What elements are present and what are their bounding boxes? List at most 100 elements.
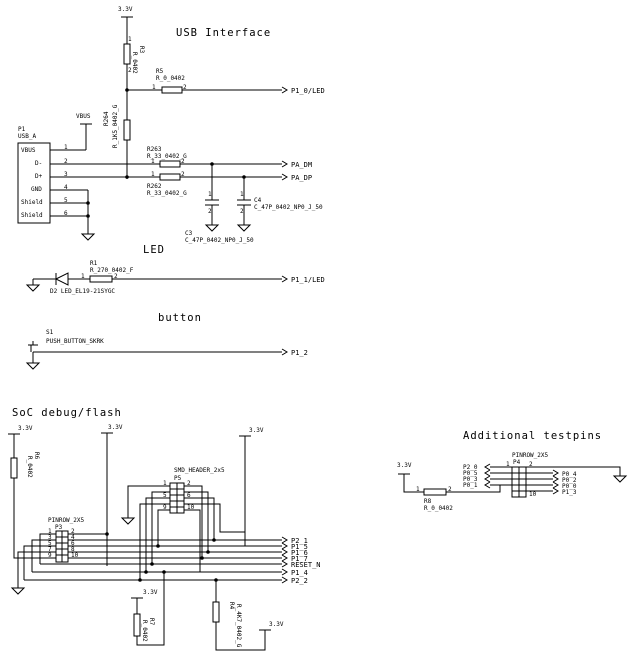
r7-value: R_0402 bbox=[141, 620, 148, 642]
r264-ref: R264 bbox=[103, 111, 110, 126]
r8-value: R_0_0402 bbox=[424, 505, 453, 512]
p4-value: PINROW_2X5 bbox=[512, 452, 549, 459]
svg-text:7: 7 bbox=[48, 546, 52, 553]
svg-text:2: 2 bbox=[71, 528, 75, 535]
svg-text:2: 2 bbox=[183, 84, 187, 91]
ground-symbol-caps bbox=[204, 224, 252, 232]
net-label-pa-dp: PA_DP bbox=[291, 174, 312, 182]
svg-text:5: 5 bbox=[163, 492, 167, 499]
svg-text:8: 8 bbox=[71, 546, 75, 553]
power-label-3v3-r8: 3.3V bbox=[397, 462, 412, 469]
svg-text:1: 1 bbox=[208, 191, 212, 198]
r3-value: R_0402 bbox=[131, 52, 138, 74]
r6-value: R_0402 bbox=[26, 456, 33, 478]
net-label-p1-1-led: P1_1/LED bbox=[291, 276, 325, 284]
svg-text:2: 2 bbox=[240, 208, 244, 215]
r3-ref: R3 bbox=[138, 46, 145, 54]
svg-text:1: 1 bbox=[64, 144, 68, 151]
ground-symbol-p5 bbox=[120, 517, 136, 525]
ground-symbol-p3 bbox=[10, 587, 26, 595]
svg-text:1: 1 bbox=[152, 84, 156, 91]
r3-pin1: 1 bbox=[128, 36, 132, 43]
svg-text:10: 10 bbox=[529, 491, 537, 498]
net-label-p2-1: P2_1 bbox=[291, 537, 308, 545]
r7-ref: R7 bbox=[148, 618, 155, 626]
power-label-3v3-r6: 3.3V bbox=[18, 425, 33, 432]
power-symbol-3v3-usb bbox=[121, 16, 133, 44]
usb-ref: P1 bbox=[18, 126, 26, 133]
r6-ref: R6 bbox=[33, 452, 40, 460]
resistor-r263 bbox=[159, 160, 181, 168]
svg-text:1: 1 bbox=[81, 273, 85, 280]
r4-value: R_4K7_0402_G bbox=[235, 604, 242, 648]
heading-additional-testpins: Additional testpins bbox=[463, 430, 602, 442]
usb-pin-gnd: GND bbox=[31, 186, 42, 193]
svg-text:2: 2 bbox=[529, 461, 533, 468]
net-label-p0-2: P0_2 bbox=[562, 477, 577, 484]
r263-value: R_33_0402_G bbox=[147, 153, 187, 160]
r1-ref: R1 bbox=[90, 260, 98, 267]
resistor-r262 bbox=[159, 173, 181, 181]
svg-text:9: 9 bbox=[163, 504, 167, 511]
net-label-p1-6: P1_6 bbox=[291, 549, 308, 557]
ground-symbol-p4 bbox=[612, 475, 628, 483]
svg-text:3: 3 bbox=[64, 171, 68, 178]
resistor-r6 bbox=[10, 457, 18, 479]
net-label-p0-4: P0_4 bbox=[562, 471, 577, 478]
svg-text:1: 1 bbox=[151, 171, 155, 178]
net-label-p1-4: P1_4 bbox=[291, 569, 308, 577]
net-label-p1-7: P1_7 bbox=[291, 555, 308, 563]
c3-ref: C3 bbox=[185, 230, 193, 237]
net-label-p0-0: P0_0 bbox=[562, 483, 577, 490]
net-label-p2-0: P2_0 bbox=[463, 464, 478, 471]
r262-value: R_33_0402_G bbox=[147, 190, 187, 197]
power-label-3v3-r7: 3.3V bbox=[143, 589, 158, 596]
resistor-r4 bbox=[212, 601, 220, 623]
net-label-p1-5: P1_5 bbox=[291, 543, 308, 551]
svg-text:1: 1 bbox=[240, 191, 244, 198]
net-label-p0-5: P0_5 bbox=[463, 470, 478, 477]
usb-connector-p1 bbox=[17, 142, 51, 224]
ground-symbol-led bbox=[25, 284, 41, 292]
heading-button: button bbox=[158, 312, 202, 324]
svg-text:1: 1 bbox=[506, 461, 510, 468]
svg-text:4: 4 bbox=[71, 534, 75, 541]
r4-ref: R4 bbox=[228, 602, 235, 610]
power-label-3v3-p5: 3.3V bbox=[249, 427, 264, 434]
capacitor-c4 bbox=[237, 177, 251, 225]
power-label-3v3-r4: 3.3V bbox=[269, 621, 284, 628]
resistor-r1 bbox=[89, 275, 113, 283]
svg-text:2: 2 bbox=[208, 208, 212, 215]
net-label-pa-dm: PA_DM bbox=[291, 161, 312, 169]
c3-value: C_47P_0402_NP0_J_50 bbox=[185, 237, 254, 244]
led-d2-symbol bbox=[54, 272, 69, 286]
net-label-p0-3: P0_3 bbox=[463, 476, 478, 483]
ground-symbol-usb bbox=[80, 233, 96, 241]
p5-ref: P5 bbox=[174, 475, 182, 482]
net-label-reset-n: RESET_N bbox=[291, 561, 321, 569]
heading-soc-debug: SoC debug/flash bbox=[12, 407, 122, 419]
c4-ref: C4 bbox=[254, 197, 262, 204]
r262-ref: R262 bbox=[147, 183, 162, 190]
svg-text:1: 1 bbox=[163, 480, 167, 487]
s1-value: PUSH_BUTTON_SKRK bbox=[46, 338, 104, 345]
capacitor-c3 bbox=[205, 164, 219, 225]
p5-value: SMD_HEADER_2x5 bbox=[174, 467, 225, 474]
r1-value: R_270_0402_F bbox=[90, 267, 134, 274]
r5-ref: R5 bbox=[156, 68, 164, 75]
ground-symbol-button bbox=[25, 362, 41, 370]
push-button-s1 bbox=[28, 341, 282, 353]
svg-text:6: 6 bbox=[71, 540, 75, 547]
r264-value: R_1K5_0402_G bbox=[112, 104, 119, 148]
svg-text:9: 9 bbox=[48, 552, 52, 559]
net-label-p1-0-led: P1_0/LED bbox=[291, 87, 325, 95]
svg-text:5: 5 bbox=[48, 540, 52, 547]
resistor-r7 bbox=[133, 613, 141, 637]
resistor-r5 bbox=[161, 86, 183, 94]
r8-ref: R8 bbox=[424, 498, 432, 505]
d2-label: D2 LED_EL19-21SYGC bbox=[50, 288, 115, 295]
r263-ref: R263 bbox=[147, 146, 162, 153]
svg-text:1: 1 bbox=[48, 528, 52, 535]
svg-text:2: 2 bbox=[64, 158, 68, 165]
